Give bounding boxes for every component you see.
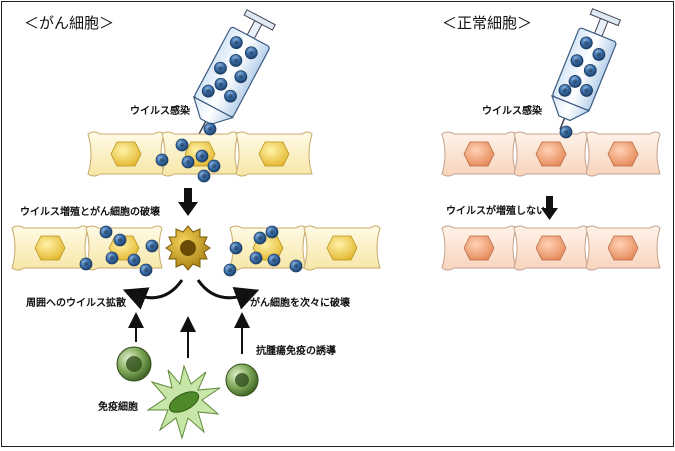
dendritic-cell-icon [146,364,221,440]
down-arrow-icon [178,188,198,216]
syringe-icon [192,9,276,135]
label-immune-cells: 免疫細胞 [98,402,138,413]
label-destroy-next: がん細胞を次々に破壊 [250,298,350,309]
cancer-cell-row-middle [11,225,381,271]
immune-cell-icon [116,346,259,397]
label-no-replication: ウイルスが増殖しない [446,206,546,217]
syringe-icon [550,8,622,130]
label-normal-infection: ウイルス感染 [482,106,542,117]
curved-arrow-icon [122,279,260,310]
normal-cell-row-top [441,125,661,177]
dying-cancer-cell [165,225,211,271]
label-replication: ウイルス増殖とがん細胞の破壊 [20,207,160,218]
heading-cancer-cells: ＜がん細胞＞ [24,14,115,32]
heading-normal-cells: ＜正常細胞＞ [442,14,533,32]
label-immunity-induction: 抗腫瘍免疫の誘導 [256,346,336,357]
label-spread: 周囲へのウイルス拡散 [26,298,126,309]
virus-particle-icon [559,125,573,139]
up-arrow-icon [128,312,250,358]
normal-cell-row-bottom [441,225,661,271]
label-cancer-infection: ウイルス感染 [130,106,190,117]
down-arrow-icon [541,196,558,220]
